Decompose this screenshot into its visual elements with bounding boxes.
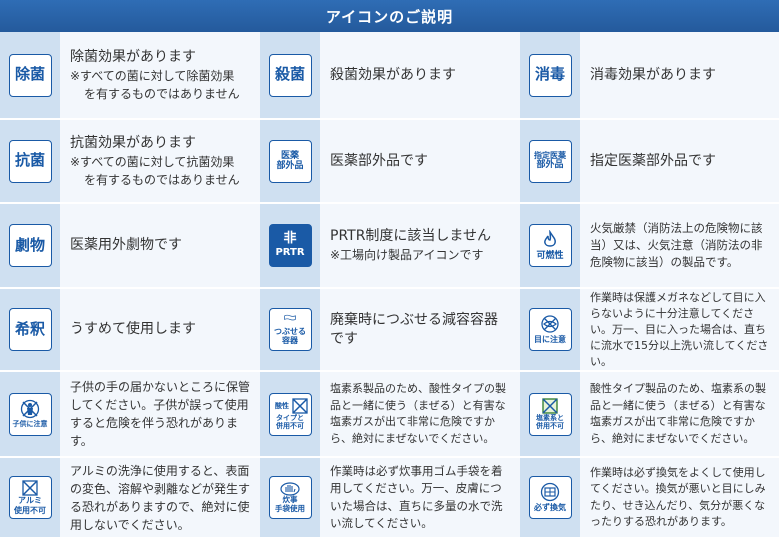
icon-cell: 医薬 部外品 [260,120,320,204]
description-cell: 酸性タイプ製品のため、塩素系の製品と一緒に使う（まぜる）と有害な塩素ガスが出て非… [580,372,779,458]
icon-cell: 除菌 [0,32,60,120]
description-note: ※すべての菌に対して除菌効果 を有するものではありません [70,68,240,101]
eye-crossed-icon [541,315,559,334]
description-cell: 抗菌効果があります ※すべての菌に対して抗菌効果 を有するものではありません [60,120,260,204]
description-cell: うすめて使用します [60,289,260,372]
description-cell: 殺菌効果があります [320,32,520,120]
description-cell: 廃棄時につぶせる減容容器 です [320,289,520,372]
page-title: アイコンのご説明 [0,0,779,32]
description-main: 殺菌効果があります [330,66,456,83]
description-main: 医薬部外品です [330,152,428,169]
description-main: 廃棄時につぶせる減容容器 [330,311,498,328]
description-cell: 医薬部外品です [320,120,520,204]
deleterious-substance-icon: 劇物 [8,224,52,267]
description-body: 塩素系製品のため、酸性タイプの製品と一緒に使う（まぜる）と有害な塩素ガスが出て非… [330,382,506,445]
icon-cell: 子供に注意 [0,372,60,458]
window-fan-icon [540,483,560,502]
icon-legend-grid: 除菌 除菌効果があります ※すべての菌に対して除菌効果 を有するものではありませ… [0,32,779,539]
description-main: 除菌効果があります [70,48,196,65]
quasi-drug-icon: 医薬 部外品 [268,139,312,183]
description-main: 指定医薬部外品です [590,152,716,169]
icon-cell: 酸性 タイプと 併用不可 [260,372,320,458]
icon-cell: 殺菌 [260,32,320,120]
description-cell: アルミの洗浄に使用すると、表面の変色、溶解や剥離などが発生する恐れがありますので… [60,458,260,539]
description-main: PRTR制度に該当しません [330,228,492,244]
description-cell: 塩素系製品のため、酸性タイプの製品と一緒に使う（まぜる）と有害な塩素ガスが出て非… [320,372,520,458]
description-cell: 作業時は保護メガネなどして目に入らないように十分注意してください。万一、目に入っ… [580,289,779,372]
icon-cell: 塩素系と 併用不可 [520,372,580,458]
icon-cell: 必ず換気 [520,458,580,539]
description-cell: 子供の手の届かないところに保管してください。子供が誤って使用すると危険を伴う恐れ… [60,372,260,458]
crushable-container-icon: つぶせる 容器 [268,308,312,351]
icon-cell: 抗菌 [0,120,60,204]
no-aluminum-icon: アルミ 使用不可 [8,476,52,519]
description-body: 作業時は保護メガネなどして目に入らないように十分注意してください。万一、目に入っ… [590,290,769,368]
description-note: ※工場向け製品アイコンです [330,248,484,262]
icon-cell: 劇物 [0,204,60,289]
disinfection-icon: 消毒 [528,53,572,97]
description-main: 抗菌効果があります [70,134,196,151]
icon-cell: 可燃性 [520,204,580,289]
no-mixing-chlorine-icon: 塩素系と 併用不可 [528,392,572,436]
description-body: アルミの洗浄に使用すると、表面の変色、溶解や剥離などが発生する恐れがありますので… [70,463,251,532]
icon-cell: つぶせる 容器 [260,289,320,372]
child-crossed-icon [20,400,40,419]
ventilation-icon: 必ず換気 [528,476,572,519]
description-main: うすめて使用します [70,321,196,337]
antimicrobial-icon: 抗菌 [8,139,52,183]
icon-cell: 消毒 [520,32,580,120]
child-caution-icon: 子供に注意 [8,392,52,436]
description-body: 作業時は必ず換気をよくして使用してください。換気が悪いと目にしみたり、せき込んだ… [590,465,766,529]
sterilization-icon: 殺菌 [268,53,312,97]
description-cell: 作業時は必ず換気をよくして使用してください。換気が悪いと目にしみたり、せき込んだ… [580,458,779,539]
eye-caution-icon: 目に注意 [528,308,572,351]
description-body: 作業時は必ず炊事用ゴム手袋を着用してください。万一、皮膚についた場合は、直ちに多… [330,463,503,531]
designated-quasi-drug-icon: 指定医薬 部外品 [528,139,572,183]
description-cell: 作業時は必ず炊事用ゴム手袋を着用してください。万一、皮膚についた場合は、直ちに多… [320,458,520,539]
description-main: 消毒効果があります [590,66,716,83]
description-cell: 除菌効果があります ※すべての菌に対して除菌効果 を有するものではありません [60,32,260,120]
glove-icon [280,482,300,496]
icon-cell: 非 PRTR [260,204,320,289]
no-mixing-acid-icon: 酸性 タイプと 併用不可 [268,392,312,436]
crushed-bottle-icon [284,314,296,321]
crossed-box-icon [542,398,558,414]
description-cell: PRTR制度に該当しません ※工場向け製品アイコンです [320,204,520,289]
description-main: 医薬用外劇物です [70,237,182,253]
description-main-cont: です [330,330,358,347]
crossed-box-icon [292,398,308,414]
icon-cell: 目に注意 [520,289,580,372]
description-note: ※すべての菌に対して抗菌効果 を有するものではありません [70,154,240,187]
kitchen-gloves-icon: 炊事 手袋使用 [268,476,312,519]
dilute-icon: 希釈 [8,308,52,351]
non-prtr-icon: 非 PRTR [268,224,312,267]
crossed-box-icon [22,480,38,496]
description-cell: 火気厳禁（消防法上の危険物に該当）又は、火気注意（消防法の非危険物に該当）の製品… [580,204,779,289]
icon-cell: 希釈 [0,289,60,372]
flammable-icon: 可燃性 [528,224,572,267]
description-body: 酸性タイプ製品のため、塩素系の製品と一緒に使う（まぜる）と有害な塩素ガスが出て非… [590,382,766,445]
description-cell: 消毒効果があります [580,32,779,120]
icon-cell: アルミ 使用不可 [0,458,60,539]
icon-cell: 炊事 手袋使用 [260,458,320,539]
description-body: 火気厳禁（消防法上の危険物に該当）又は、火気注意（消防法の非危険物に該当）の製品… [590,221,763,269]
description-cell: 指定医薬部外品です [580,120,779,204]
description-cell: 医薬用外劇物です [60,204,260,289]
flame-icon [544,229,556,247]
description-body: 子供の手の届かないところに保管してください。子供が誤って使用すると危険を伴う恐れ… [70,380,251,448]
icon-cell: 指定医薬 部外品 [520,120,580,204]
antibacterial-icon: 除菌 [8,53,52,97]
